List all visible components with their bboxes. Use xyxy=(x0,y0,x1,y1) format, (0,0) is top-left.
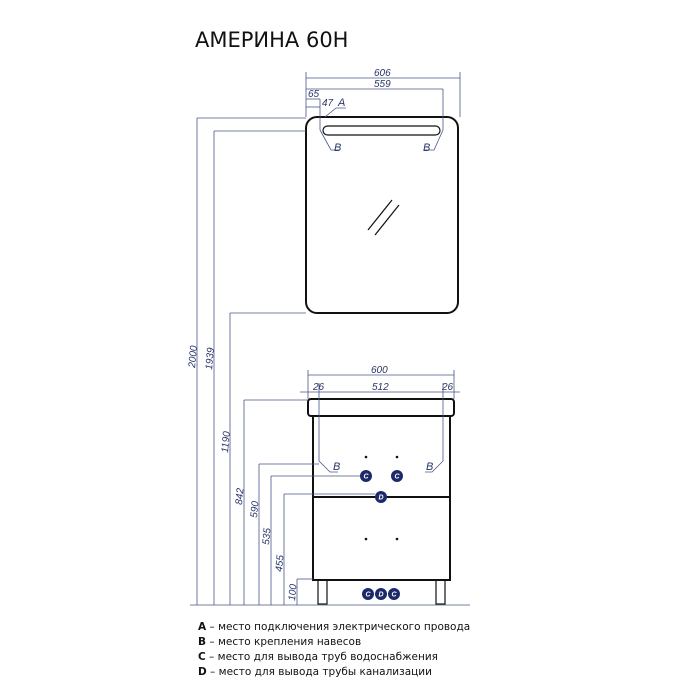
dim-2000: 2000 xyxy=(187,345,200,370)
dim-842: 842 xyxy=(234,487,246,505)
dim-1939: 1939 xyxy=(204,347,217,371)
marker-b-right-mirror: B xyxy=(423,142,430,154)
dim-26-left: 26 xyxy=(312,382,325,393)
sink-top xyxy=(307,398,455,417)
leg-left xyxy=(317,579,328,605)
dim-26-right: 26 xyxy=(441,382,454,393)
dim-590: 590 xyxy=(249,500,261,518)
cabinet-dimensions: 600 512 26 26 B B C C D C D C xyxy=(300,365,460,600)
marker-b-right-cabinet: B xyxy=(426,461,433,473)
legend-item-a: A – место подключения электрического про… xyxy=(198,621,470,633)
dim-47: 47 xyxy=(322,98,334,109)
marker-bottom-c2: C xyxy=(392,592,398,599)
leg-right xyxy=(435,579,446,605)
legend-item-b: B – место крепления навесов xyxy=(198,636,361,648)
dim-535: 535 xyxy=(261,527,273,545)
marker-d: D xyxy=(379,495,384,502)
dim-65: 65 xyxy=(308,89,320,100)
mirror-frame xyxy=(305,116,459,314)
marker-a: A xyxy=(337,97,345,109)
marker-c2: C xyxy=(395,474,401,481)
vanity-cabinet xyxy=(307,398,455,605)
dim-455: 455 xyxy=(274,554,286,572)
dim-600: 600 xyxy=(371,365,388,376)
mirror-glare-line xyxy=(374,204,400,236)
drawing-title: АМЕРИНА 60Н xyxy=(195,28,348,52)
legend-item-d: D – место для вывода трубы канализации xyxy=(198,666,432,678)
dim-1190: 1190 xyxy=(220,430,233,453)
marker-bottom-c1: C xyxy=(366,592,372,599)
marker-bottom-d: D xyxy=(379,592,384,599)
mirror xyxy=(305,116,459,314)
dim-512: 512 xyxy=(372,382,389,393)
marker-c1: C xyxy=(364,474,370,481)
mirror-dimensions: 606 559 65 47 A B B xyxy=(305,68,461,154)
legend: A – место подключения электрического про… xyxy=(198,621,470,678)
mirror-glare-line xyxy=(367,199,393,231)
dim-559: 559 xyxy=(374,79,391,90)
marker-b-left-mirror: B xyxy=(334,142,341,154)
height-dimensions: 2000 1939 1190 842 590 535 455 100 xyxy=(187,117,470,606)
marker-b-left-cabinet: B xyxy=(333,461,340,473)
legend-item-c: C – место для вывода труб водоснабжения xyxy=(198,651,438,663)
dim-100: 100 xyxy=(287,583,299,601)
dim-606: 606 xyxy=(374,68,391,79)
mirror-light-strip xyxy=(322,125,441,136)
